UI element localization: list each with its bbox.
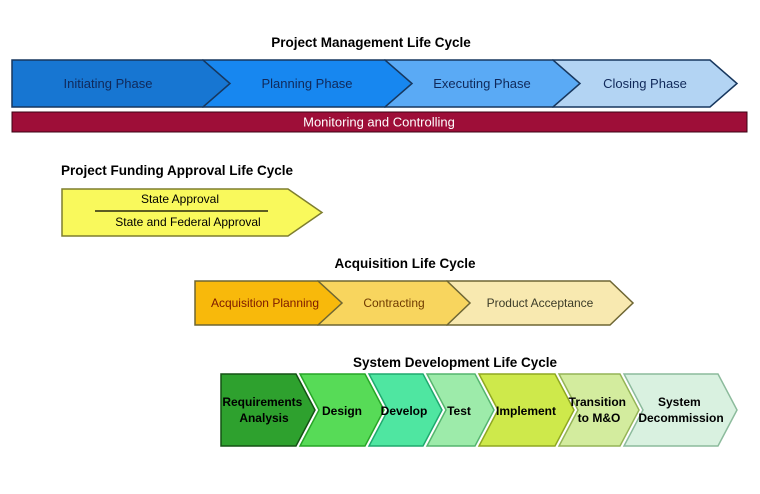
sdlc-phase-shape-design <box>298 373 385 447</box>
sdlc-phase-shape-system-decommission <box>622 373 738 447</box>
sdlc-label-line: Design <box>322 404 362 418</box>
funding-arrow: State Approval State and Federal Approva… <box>61 188 324 237</box>
monitoring-bar: Monitoring and Controlling <box>11 111 748 133</box>
pm-phase-label-closing: Closing Phase <box>603 76 687 91</box>
sdlc-phase-shape-develop <box>367 373 443 447</box>
pm-cycle-band: Initiating Phase Planning Phase Executin… <box>11 59 739 108</box>
sdlc-phase-shape-transition-to-mo <box>557 373 640 447</box>
funding-cycle-title: Project Funding Approval Life Cycle <box>61 163 294 178</box>
pm-cycle-title: Project Management Life Cycle <box>271 35 471 50</box>
acq-phase-shape-acquisition-planning <box>194 280 344 326</box>
pm-phase-label-planning: Planning Phase <box>261 76 352 91</box>
sdlc-label-line: System <box>658 395 701 409</box>
sdlc-label-line: Implement <box>496 404 556 418</box>
funding-bottom-label: State and Federal Approval <box>115 215 260 229</box>
sdlc-label-line: Requirements <box>222 395 302 409</box>
sdlc-band: Requirements Analysis Design Develop Tes… <box>220 373 738 447</box>
sdlc-label-line: Test <box>447 404 471 418</box>
pm-phase-label-executing: Executing Phase <box>433 76 531 91</box>
monitoring-bar-label: Monitoring and Controlling <box>303 115 455 130</box>
sdlc-title: System Development Life Cycle <box>352 355 558 370</box>
sdlc-phase-label-develop: Develop <box>381 404 428 418</box>
acquisition-cycle-title: Acquisition Life Cycle <box>334 256 476 271</box>
sdlc-phase-label-design: Design <box>322 404 362 418</box>
sdlc-label-line: to M&O <box>578 411 621 425</box>
pm-phase-label-initiating: Initiating Phase <box>64 76 153 91</box>
acq-phase-label-product-acceptance: Product Acceptance <box>487 296 594 310</box>
monitoring-bar-shape <box>11 111 748 133</box>
sdlc-label-line: Analysis <box>239 411 289 425</box>
sdlc-phase-label-transition-to-mo: Transition to M&O <box>569 395 630 425</box>
acquisition-band: Acquisition Planning Contracting Product… <box>194 280 635 326</box>
pm-phase-shape-initiating <box>11 59 232 108</box>
sdlc-label-line: Develop <box>381 404 428 418</box>
sdlc-phase-label-implement: Implement <box>496 404 556 418</box>
sdlc-phase-label-system-decommission: System Decommission <box>638 395 723 425</box>
funding-arrow-shape <box>61 188 324 237</box>
sdlc-label-line: Decommission <box>638 411 723 425</box>
sdlc-phase-label-test: Test <box>447 404 471 418</box>
sdlc-phase-label-requirements-analysis: Requirements Analysis <box>222 395 305 425</box>
sdlc-phase-shape-requirements-analysis <box>220 373 316 447</box>
sdlc-phase-shape-implement <box>477 373 575 447</box>
sdlc-phase-shape-test <box>425 373 495 447</box>
acq-phase-label-acquisition-planning: Acquisition Planning <box>211 296 319 310</box>
sdlc-label-line: Transition <box>569 395 626 409</box>
acq-phase-label-contracting: Contracting <box>363 296 424 310</box>
funding-top-label: State Approval <box>141 192 219 206</box>
